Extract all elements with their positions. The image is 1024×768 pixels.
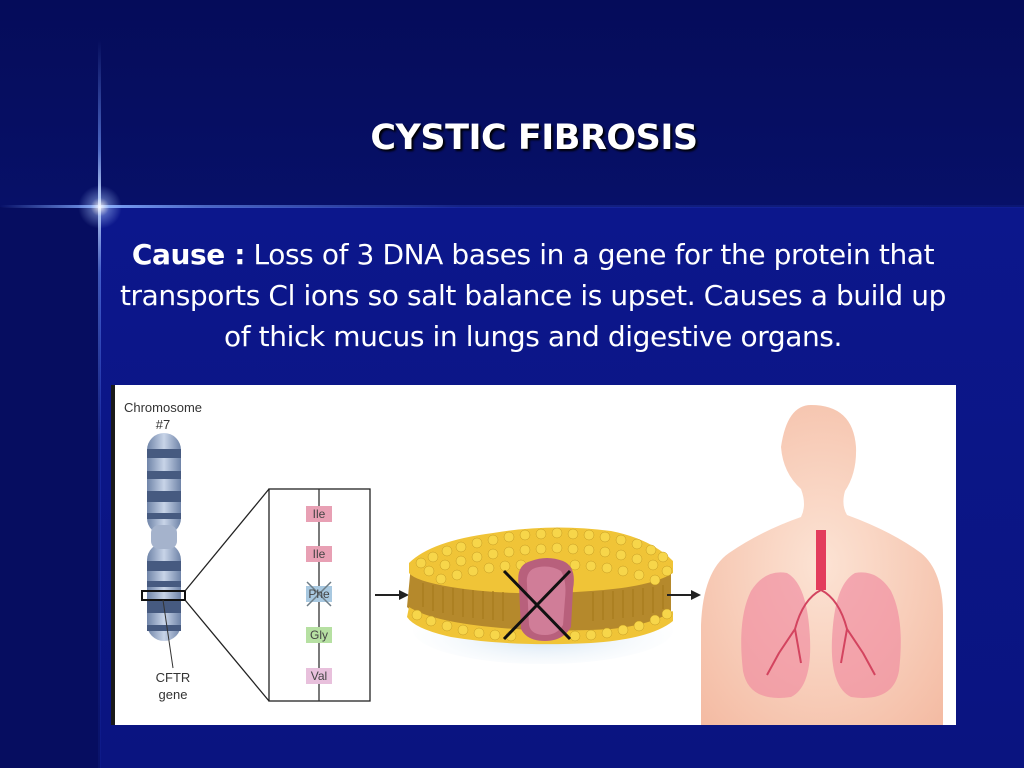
amino-acid-box	[306, 546, 332, 562]
cause-label: Cause :	[131, 238, 246, 271]
cell-membrane-icon	[407, 527, 673, 664]
gene-label-line2: gene	[158, 687, 188, 702]
amino-acid-label: Gly	[310, 628, 328, 642]
amino-acid-label: Ile	[312, 547, 326, 561]
amino-acid-label: Phe	[308, 587, 330, 601]
figure-left-border	[111, 385, 115, 725]
chromosome-7-icon	[141, 433, 186, 669]
slide-title: CYSTIC FIBROSIS	[370, 118, 698, 158]
cystic-fibrosis-figure: Chromosome #7 CFTR gene Ile Ile Phe Gly …	[111, 385, 956, 725]
zoom-line-top	[184, 488, 270, 592]
decorative-horizontal-line	[0, 205, 1024, 208]
decorative-vertical-line	[98, 40, 101, 768]
slide-top-band	[0, 0, 1024, 207]
cause-text: Loss of 3 DNA bases in a gene for the pr…	[119, 238, 947, 353]
amino-acid-box	[306, 668, 332, 684]
deletion-cross-mark	[306, 581, 332, 607]
chromosome-label-line1: Chromosome	[123, 400, 203, 415]
gene-label: CFTR gene	[145, 669, 201, 703]
chromosome-label-line2: #7	[155, 417, 171, 432]
amino-acid-box	[306, 506, 332, 522]
slide-left-band	[0, 207, 100, 768]
chromosome-label: Chromosome #7	[113, 399, 213, 433]
figure-illustration	[111, 385, 943, 725]
amino-acid-label: Ile	[312, 507, 326, 521]
slide-body-text: Cause : Loss of 3 DNA bases in a gene fo…	[103, 234, 963, 357]
human-lungs-icon	[701, 405, 943, 725]
zoom-line-bottom	[184, 599, 270, 702]
arrow-right-icon	[375, 590, 409, 600]
amino-acid-box	[306, 627, 332, 643]
amino-acid-label: Val	[310, 669, 328, 683]
arrow-right-icon	[667, 590, 701, 600]
decorative-star-glow	[78, 185, 122, 229]
gene-label-line1: CFTR	[155, 670, 191, 685]
